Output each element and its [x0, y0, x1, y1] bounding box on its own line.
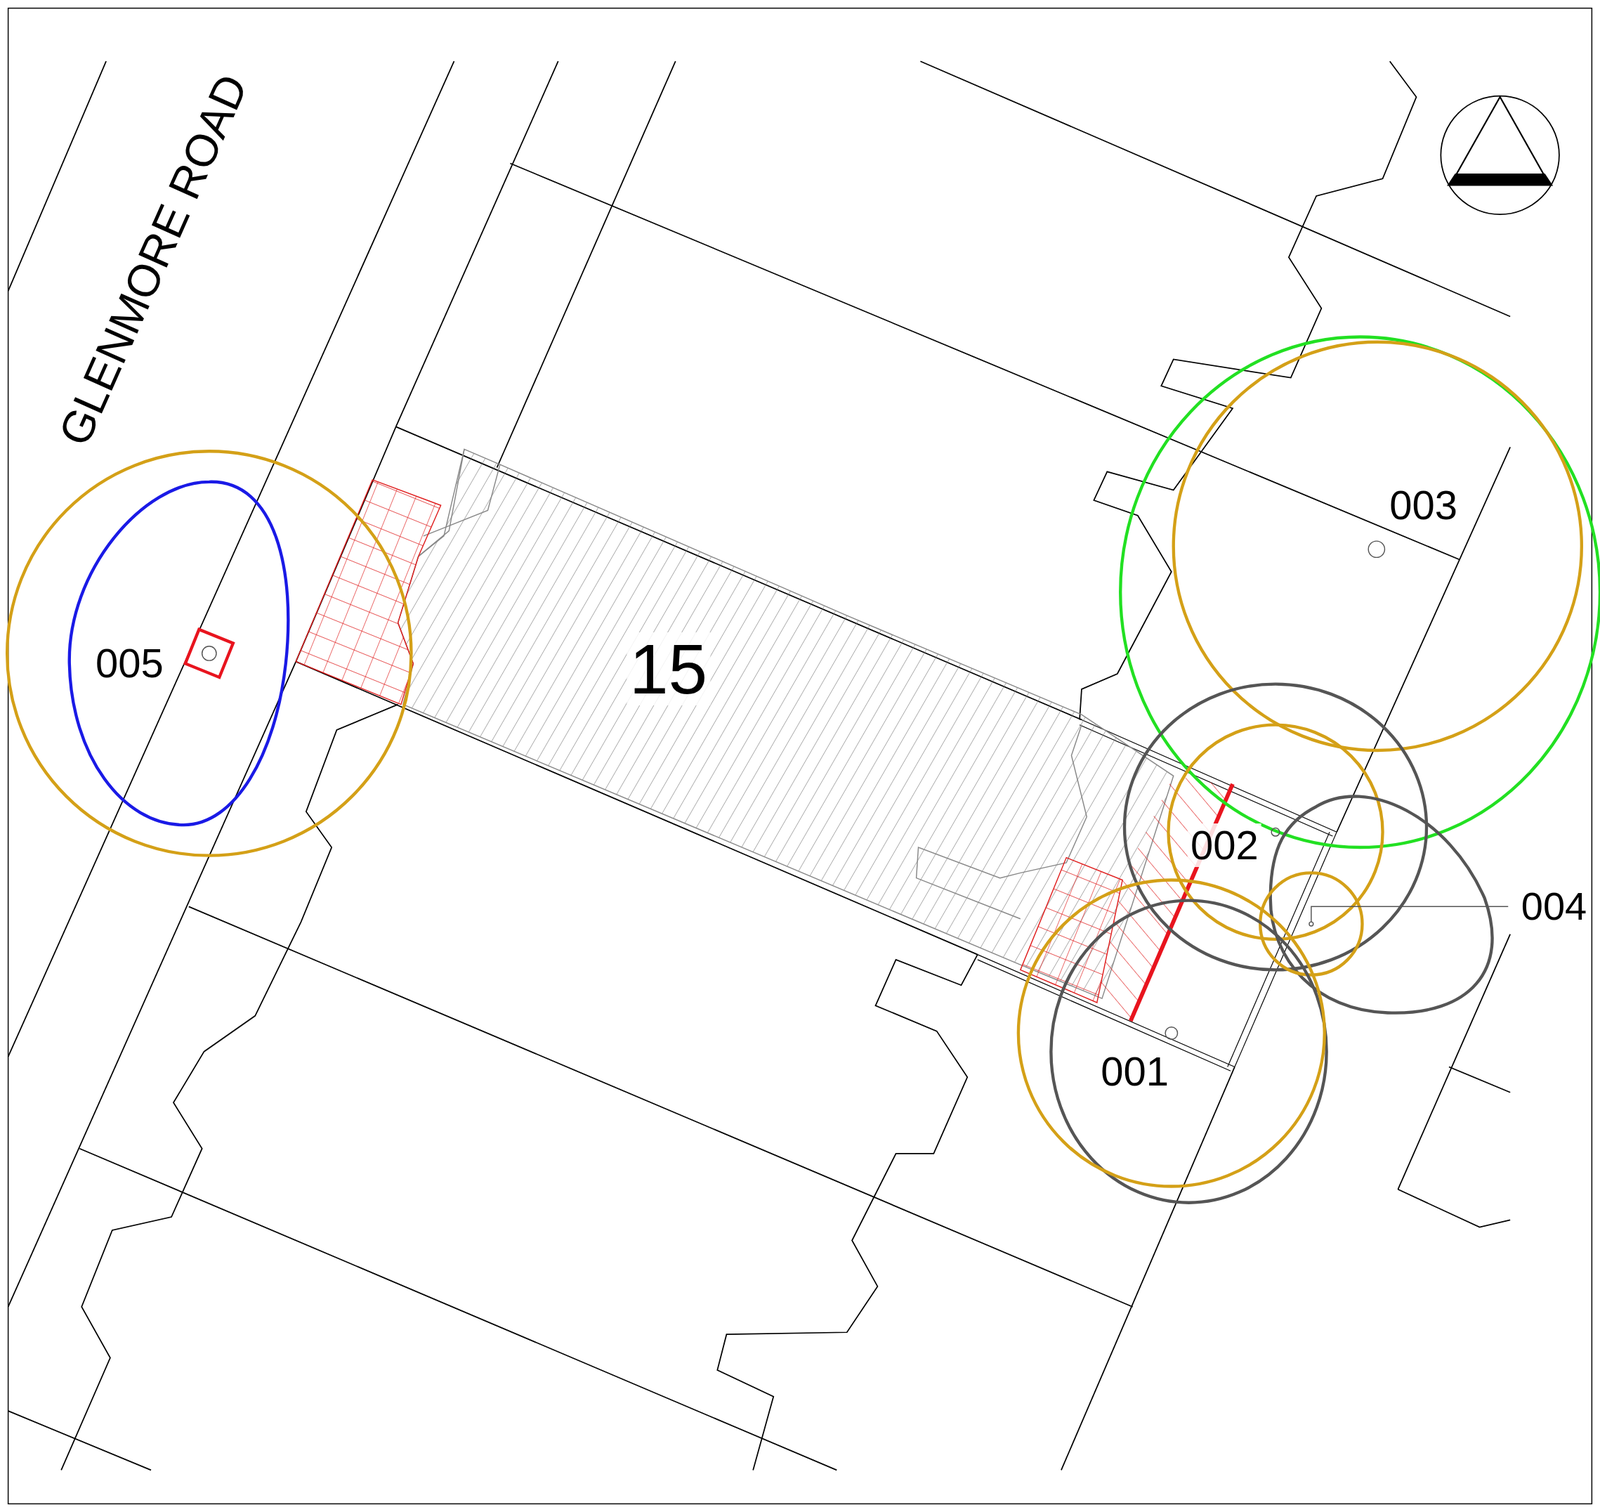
- tree-number: 002: [1187, 823, 1262, 867]
- tree-number: 004: [1518, 884, 1590, 928]
- tree-number: 003: [1386, 483, 1461, 527]
- road-name: GLENMORE ROAD: [49, 65, 258, 456]
- tree-number: 001: [1097, 1049, 1172, 1093]
- tree-number: 005: [92, 641, 167, 685]
- plot-number: 15: [626, 632, 711, 706]
